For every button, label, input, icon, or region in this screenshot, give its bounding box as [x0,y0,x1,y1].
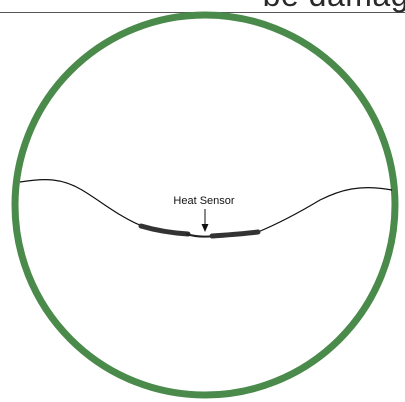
cable-wire-right [258,188,392,232]
cable-insulation-right [212,232,258,236]
cable-insulation-left [141,226,188,234]
cable-wire-left [20,180,142,226]
heat-sensor-label: Heat Sensor [173,195,234,207]
sensor-pointer-arrowhead [202,224,209,232]
